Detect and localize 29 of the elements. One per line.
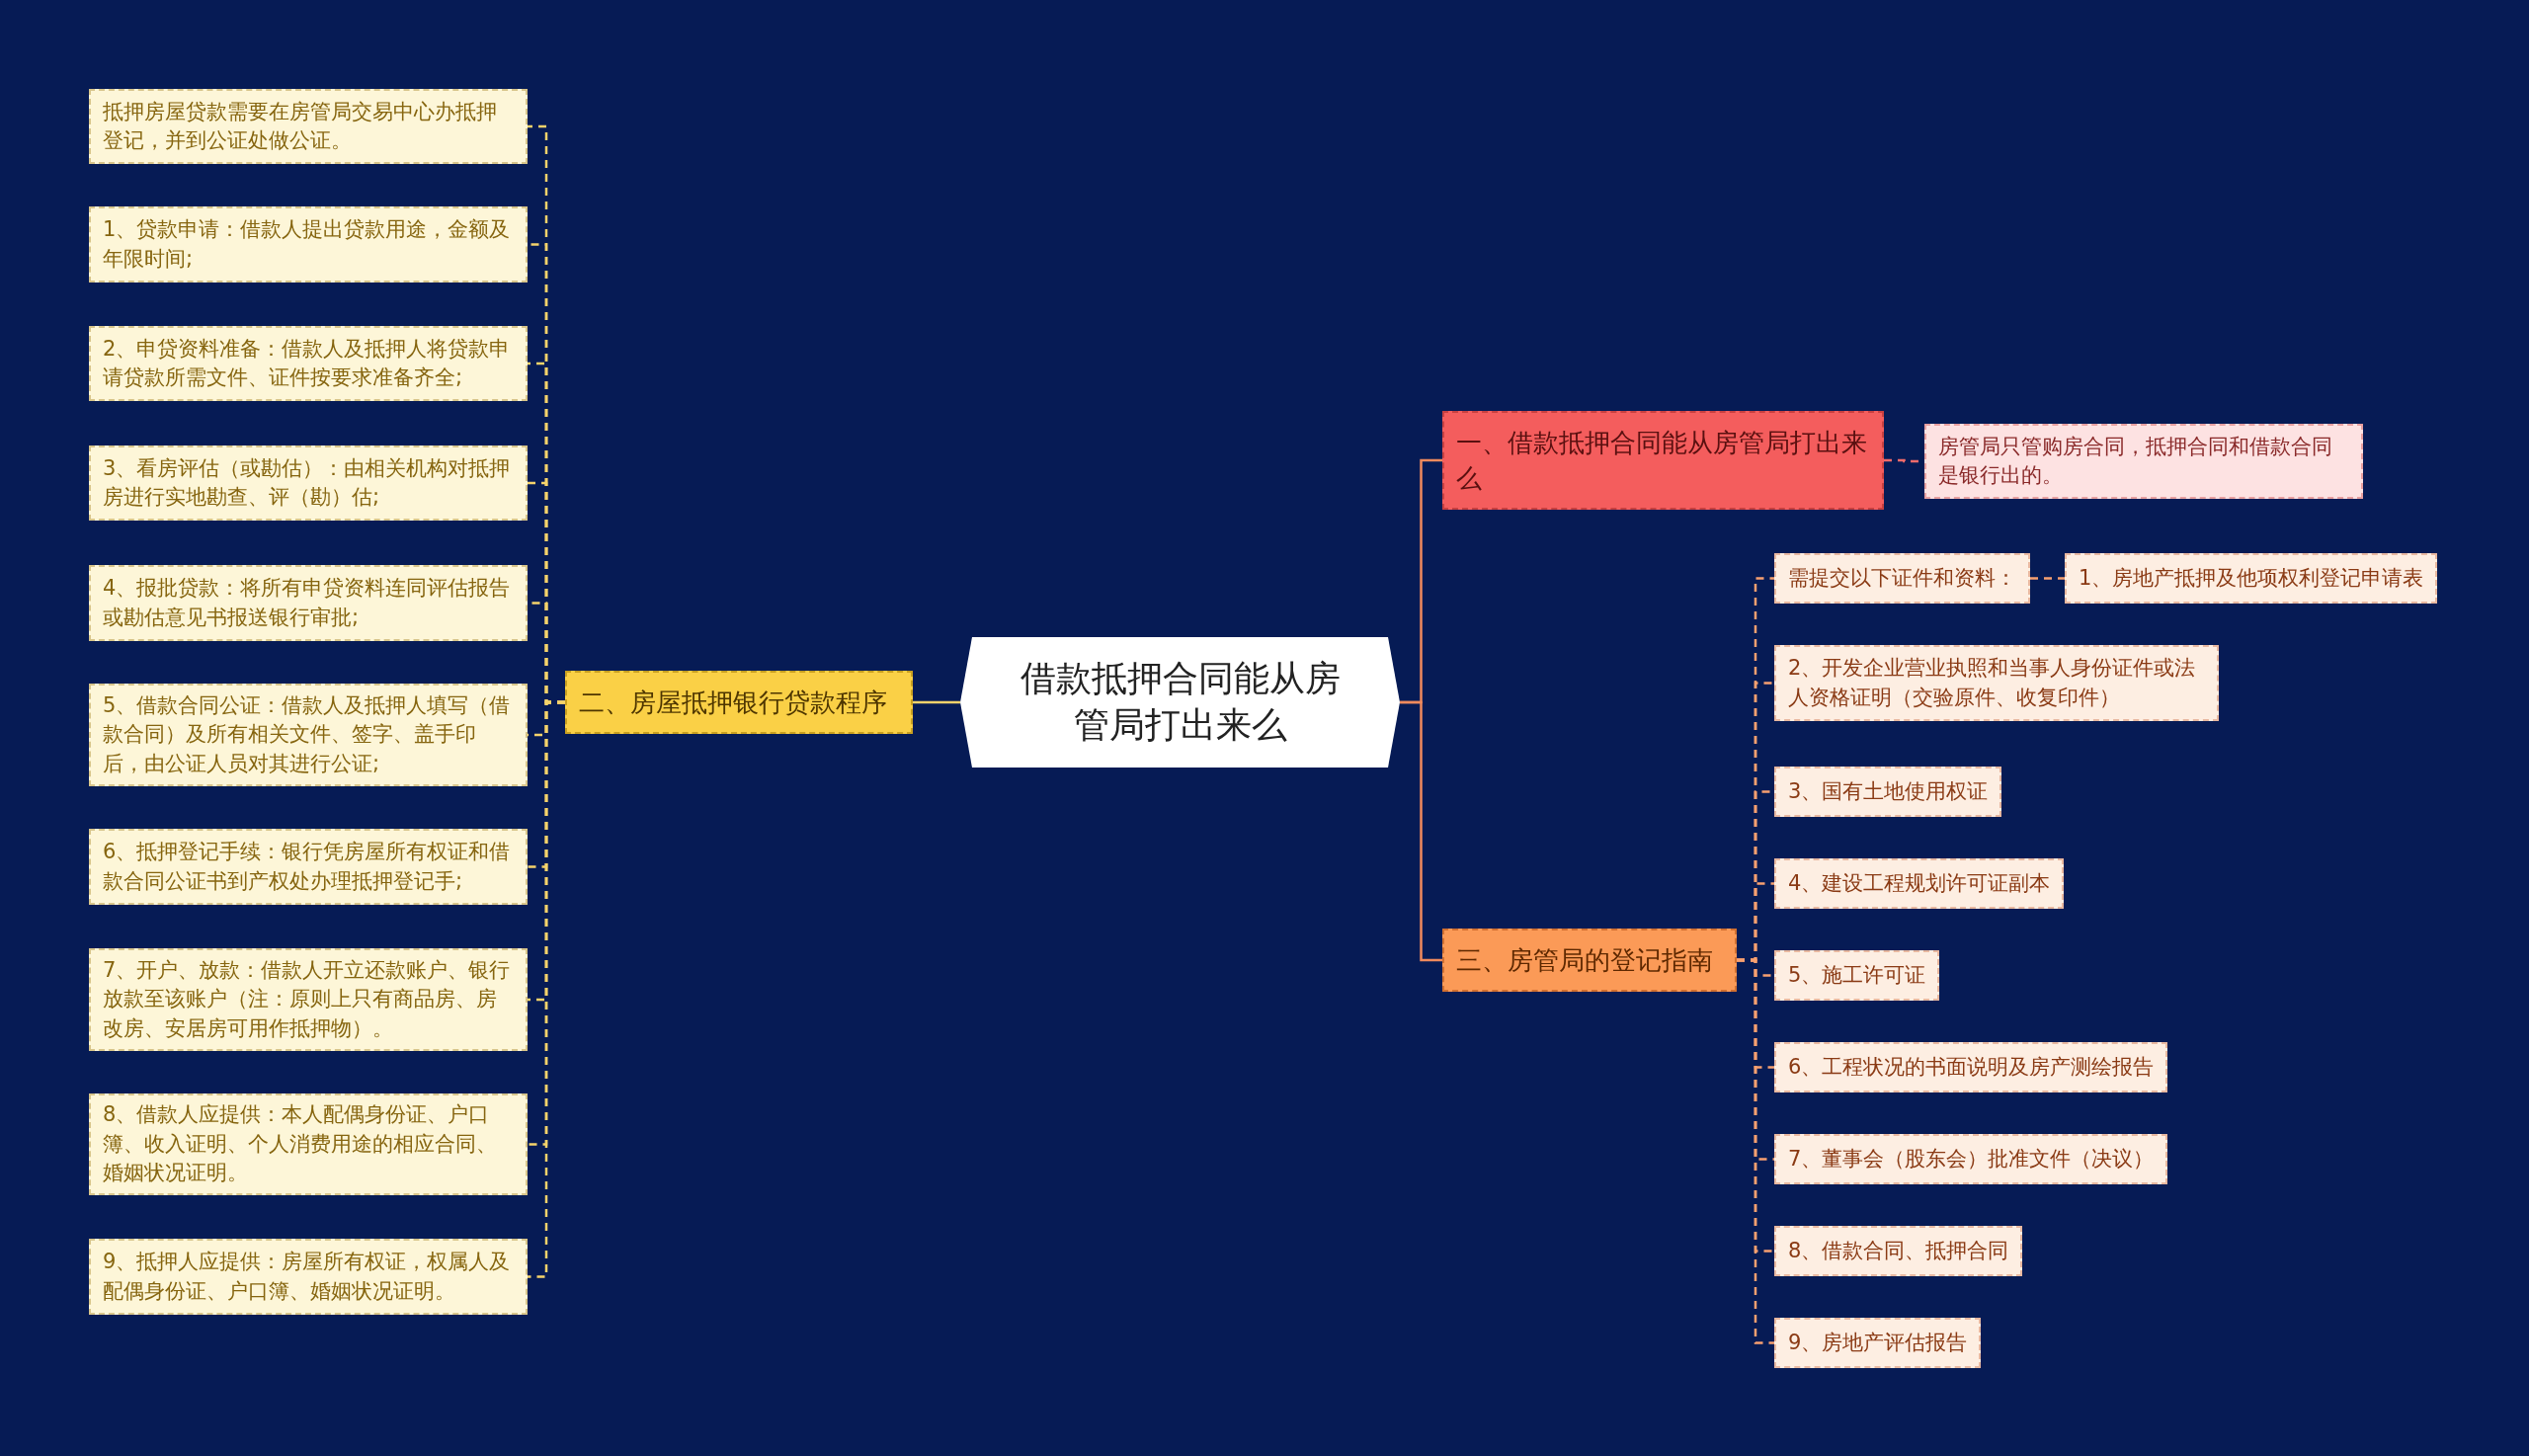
leaf-box: 3、国有土地使用权证: [1774, 767, 2002, 817]
leaf-box: 1、贷款申请：借款人提出贷款用途，金额及年限时间;: [89, 206, 528, 283]
branch-box: 一、借款抵押合同能从房管局打出来么: [1442, 411, 1884, 510]
connector: [2030, 577, 2065, 580]
leaf-box: 2、开发企业营业执照和当事人身份证件或法人资格证明（交验原件、收复印件）: [1774, 645, 2219, 721]
connector: [1737, 958, 1774, 1344]
leaf-box: 抵押房屋贷款需要在房管局交易中心办抵押登记，并到公证处做公证。: [89, 89, 528, 164]
leaf-box: 6、抵押登记手续：银行凭房屋所有权证和借款合同公证书到产权处办理抵押登记手;: [89, 829, 528, 905]
leaf-box: 6、工程状况的书面说明及房产测绘报告: [1774, 1042, 2168, 1092]
note-box: 房管局只管购房合同，抵押合同和借款合同是银行出的。: [1924, 424, 2363, 499]
central-topic: 借款抵押合同能从房管局打出来么: [960, 637, 1400, 768]
leaf-box: 需提交以下证件和资料：: [1774, 553, 2030, 604]
leaf-box: 2、申贷资料准备：借款人及抵押人将贷款申请贷款所需文件、证件按要求准备齐全;: [89, 326, 528, 401]
leaf-box: 7、开户、放款：借款人开立还款账户、银行放款至该账户（注：原则上只有商品房、房改房、安居房可用作抵押物）。: [89, 948, 528, 1051]
leaf-box: 3、看房评估（或勘估）：由相关机构对抵押房进行实地勘查、评（勘）估;: [89, 445, 528, 521]
leaf-box: 5、借款合同公证：借款人及抵押人填写（借款合同）及所有相关文件、签字、盖手印后，由公证人员对其进行公证;: [89, 684, 528, 786]
leaf-box: 8、借款合同、抵押合同: [1774, 1226, 2023, 1276]
branch-box: 三、房管局的登记指南: [1442, 929, 1737, 992]
connector: [1400, 700, 1442, 962]
leaf-box: 7、董事会（股东会）批准文件（决议）: [1774, 1134, 2168, 1184]
leaf-box: 4、建设工程规划许可证副本: [1774, 858, 2065, 909]
leaf-box: 9、房地产评估报告: [1774, 1318, 1982, 1368]
leaf-box: 4、报批贷款：将所有申贷资料连同评估报告或勘估意见书报送银行审批;: [89, 565, 528, 641]
leaf-box: 1、房地产抵押及他项权利登记申请表: [2065, 553, 2438, 604]
leaf-box: 5、施工许可证: [1774, 950, 1940, 1001]
leaf-box: 9、抵押人应提供：房屋所有权证，权属人及配偶身份证、户口簿、婚姻状况证明。: [89, 1239, 528, 1315]
branch-box: 二、房屋抵押银行贷款程序: [565, 671, 913, 734]
connector: [913, 700, 960, 704]
leaf-box: 8、借款人应提供：本人配偶身份证、户口簿、收入证明、个人消费用途的相应合同、婚姻状况证明。: [89, 1093, 528, 1195]
